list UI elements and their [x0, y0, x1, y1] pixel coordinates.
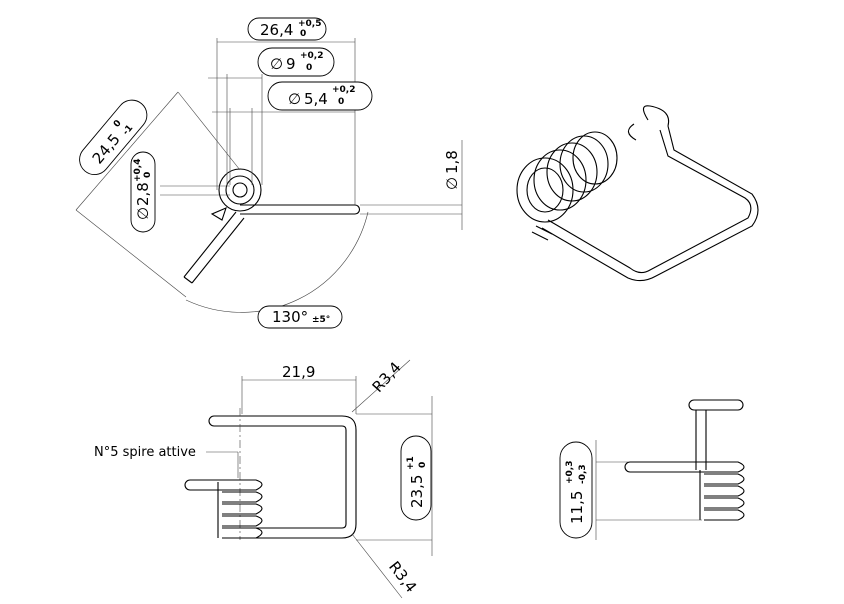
svg-text:∅: ∅ — [288, 90, 301, 108]
svg-text:+0,2: +0,2 — [300, 51, 323, 61]
svg-text:-0,3: -0,3 — [578, 464, 588, 484]
dim-radius-top: R3,4 — [369, 358, 405, 396]
svg-text:+0,4: +0,4 — [133, 159, 143, 182]
svg-text:0: 0 — [306, 63, 312, 73]
svg-text:5,4: 5,4 — [304, 90, 328, 108]
dim-dia-9: ∅ 9 +0,2 0 — [257, 47, 335, 77]
dim-length-21-9: 21,9 — [282, 363, 315, 381]
svg-text:∅: ∅ — [270, 55, 283, 73]
svg-text:+1: +1 — [406, 456, 416, 470]
front-view — [75, 38, 463, 313]
svg-text:+0,3: +0,3 — [565, 461, 575, 484]
dim-angle: 130° ±5° — [257, 305, 343, 329]
dim-height-23-5: 23,5 +1 0 — [400, 435, 432, 521]
dim-dia-2-8: ∅ 2,8 +0,4 0 — [130, 151, 156, 233]
svg-text:9: 9 — [286, 55, 296, 73]
svg-text:11,5: 11,5 — [568, 491, 586, 524]
end-view — [595, 399, 745, 540]
svg-text:0: 0 — [112, 118, 124, 129]
svg-text:+0,2: +0,2 — [332, 85, 355, 95]
svg-text:0: 0 — [338, 97, 344, 107]
svg-text:±5°: ±5° — [312, 315, 330, 325]
dim-dia-5-4: ∅ 5,4 +0,2 0 — [267, 81, 373, 111]
svg-text:130°: 130° — [272, 308, 308, 326]
active-coils-note: N°5 spire attive — [94, 445, 196, 460]
svg-text:0: 0 — [418, 462, 428, 468]
svg-text:R3,4: R3,4 — [385, 558, 420, 596]
svg-text:+0,5: +0,5 — [298, 19, 321, 29]
svg-text:26,4: 26,4 — [260, 21, 293, 39]
dim-radius-bottom: R3,4 — [385, 558, 420, 596]
svg-text:23,5: 23,5 — [408, 475, 426, 508]
svg-text:0: 0 — [300, 29, 306, 39]
dim-height-11-5: 11,5 +0,3 -0,3 — [559, 441, 593, 539]
svg-text:-1: -1 — [121, 123, 135, 137]
svg-text:21,9: 21,9 — [282, 363, 315, 381]
svg-text:N°5 spire attive: N°5 spire attive — [94, 445, 196, 460]
svg-text:∅: ∅ — [443, 177, 461, 190]
svg-text:1,8: 1,8 — [443, 150, 461, 174]
svg-text:R3,4: R3,4 — [369, 358, 405, 396]
dim-wire-dia: ∅ 1,8 — [443, 150, 461, 190]
svg-text:0: 0 — [143, 172, 153, 178]
isometric-view — [516, 105, 759, 282]
svg-text:∅: ∅ — [134, 207, 152, 220]
side-view — [184, 359, 433, 599]
svg-text:2,8: 2,8 — [134, 182, 152, 206]
dim-width-26: 26,4 +0,5 0 — [247, 17, 327, 41]
